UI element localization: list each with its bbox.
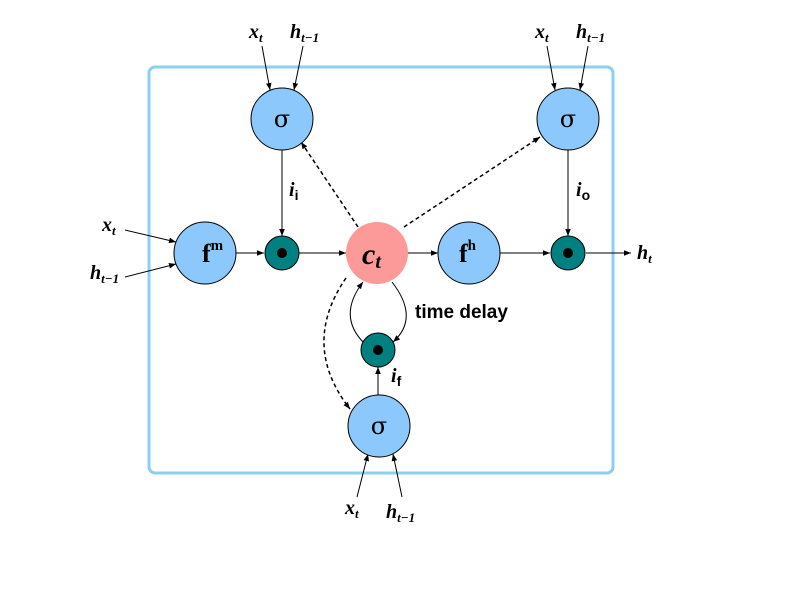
arrow-ht1-to-output-gate (578, 45, 589, 91)
mult-gate-output (550, 235, 586, 271)
fm-node: fm (173, 221, 237, 285)
arrow-ht1-to-forget-gate (391, 453, 403, 498)
label-ht1-left: ht−1 (90, 262, 119, 286)
arrow-xt-to-fm (124, 229, 177, 244)
forget-gate-node: σ (347, 394, 411, 458)
arrow-ht1-to-fm (124, 263, 177, 278)
peephole-to-output-gate (403, 136, 541, 228)
arrow-xt-to-input-gate (261, 45, 272, 91)
input-gate-node: σ (250, 87, 314, 151)
label-xt-top-right: xt (534, 21, 549, 45)
label-input-gate-signal: ii (289, 179, 298, 203)
arrow-ht1-to-input-gate (292, 45, 304, 91)
forget-gate-sigma: σ (371, 412, 387, 440)
input-gate-sigma: σ (274, 105, 290, 133)
arrow-xt-to-forget-gate (356, 453, 369, 498)
mult-gate-input (264, 235, 300, 271)
label-time-delay: time delay (415, 302, 508, 323)
fh-node: fh (437, 221, 501, 285)
peephole-to-input-gate (300, 141, 359, 228)
fh-f: f (459, 239, 468, 268)
mult-gate-forget (360, 332, 396, 368)
peephole-to-forget-gate (323, 277, 351, 410)
output-gate-node: σ (536, 87, 600, 151)
label-ht-output: ht (637, 242, 652, 266)
fm-f: f (202, 239, 211, 268)
label-output-gate-signal: io (576, 179, 590, 203)
cell-subscript-t: t (375, 251, 382, 273)
label-xt-top-left: xt (248, 21, 263, 45)
svg-text:fm: fm (202, 238, 224, 268)
fm-superscript: m (211, 238, 224, 254)
label-ht1-bottom: ht−1 (386, 501, 415, 525)
svg-text:ct: ct (362, 238, 382, 273)
arrow-xt-to-output-gate (546, 45, 557, 91)
label-forget-gate-signal: if (391, 365, 402, 389)
cell-boundary (147, 65, 615, 475)
label-xt-left: xt (101, 214, 116, 238)
fh-superscript: h (468, 238, 477, 254)
label-ht1-top-right: ht−1 (576, 21, 605, 45)
svg-text:fh: fh (459, 238, 477, 268)
label-ht1-top-left: ht−1 (290, 21, 319, 45)
time-delay-arrow-out (391, 281, 407, 343)
output-gate-sigma: σ (560, 105, 576, 133)
cell-c: c (362, 238, 375, 271)
cell-state-node: ct (346, 222, 408, 284)
label-xt-bottom: xt (344, 497, 359, 521)
time-delay-arrow-back (349, 281, 365, 344)
